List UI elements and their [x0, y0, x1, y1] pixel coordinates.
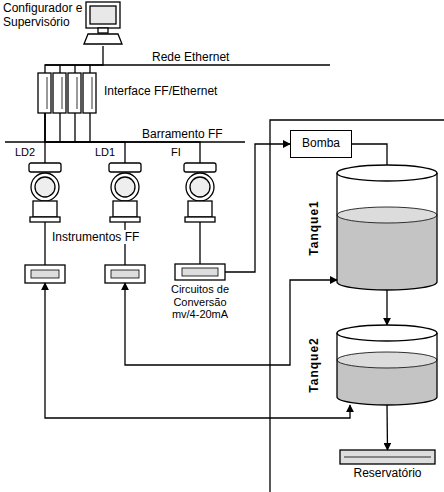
transmitter-node: LD1 [95, 145, 155, 283]
tank-cylinder [336, 173, 337, 282]
bus-label: Instrumentos FF [50, 230, 141, 244]
interface-card [92, 77, 93, 109]
interface-card [77, 77, 78, 109]
sensor-box [31, 270, 59, 278]
converter-box [182, 268, 218, 276]
computer-icon [98, 28, 108, 33]
field-instrument [44, 145, 45, 163]
transmitter-node: FI [170, 145, 230, 222]
bus-label: Barramento FF [140, 127, 225, 141]
bus-line [89, 113, 90, 142]
sensor-box [25, 265, 65, 283]
tank-cylinder [337, 282, 437, 290]
node-label: Configurador e Supervisório [3, 2, 83, 30]
tank-cylinder [337, 397, 437, 405]
computer-icon [90, 6, 116, 24]
field-instrument [29, 163, 61, 222]
sensor-box [105, 265, 145, 283]
interface-card [68, 73, 81, 113]
tank-node: Tanque1 [337, 165, 437, 290]
computer-icon [84, 34, 122, 44]
computer-icon [86, 2, 120, 28]
computer-icon [84, 2, 122, 44]
connector-line [352, 144, 387, 165]
tank-cylinder [436, 173, 437, 282]
converter-box [175, 264, 225, 280]
node-label: Circuitos de Conversão mv/4-20mA [161, 283, 239, 321]
connector-line [45, 46, 103, 73]
field-instrument [29, 145, 216, 222]
node-label: Bomba [302, 137, 340, 151]
interface-card [38, 73, 96, 113]
plant-frame [270, 120, 444, 492]
converter-box [175, 264, 225, 280]
bus-line [74, 65, 75, 73]
bus-line [5, 65, 330, 142]
tank-cylinder [337, 352, 437, 368]
node-label: Reservatório [330, 467, 444, 481]
bus-line [59, 65, 60, 73]
connector-line [386, 290, 387, 325]
node-label: LD1 [95, 146, 115, 159]
interface-card [38, 73, 51, 113]
node-label: LD2 [15, 146, 35, 159]
node-label: Tanque2 [308, 337, 322, 392]
pump-box: Bomba [290, 130, 352, 158]
field-instrument [109, 163, 141, 222]
tank-cylinder [436, 333, 437, 397]
field-instrument [184, 163, 216, 222]
connector-line [386, 405, 388, 450]
connector-line [199, 222, 200, 264]
interface-node: Interface FF/Ethernet [38, 73, 238, 113]
interface-card [62, 77, 63, 109]
tank-cylinder [336, 333, 337, 397]
bus-line [74, 113, 75, 142]
tank-cylinder [337, 165, 437, 181]
reservoir-node: Reservatório [340, 450, 435, 464]
connector-line [125, 280, 337, 365]
sensor-wire [44, 222, 45, 265]
bus-label: Rede Ethernet [150, 50, 231, 64]
connector-line [225, 144, 290, 272]
connector-line [45, 283, 350, 418]
plant-frame [270, 120, 444, 492]
node-label: FI [171, 146, 181, 159]
bus-line [89, 65, 90, 73]
sensor-box [25, 265, 145, 283]
reservoir-box [340, 450, 435, 464]
bus-line [59, 113, 60, 142]
interface-card [53, 73, 66, 113]
converter-node: Circuitos de Conversão mv/4-20mA [175, 264, 225, 280]
tank-cylinder [337, 325, 437, 341]
reservoir-box [340, 450, 435, 464]
tank-cylinder [337, 215, 437, 290]
computer-node: Configurador e Supervisório [0, 0, 125, 46]
tank-node: Tanque2 [337, 325, 437, 405]
transmitter-node: LD2 [15, 145, 75, 283]
sensor-box [111, 270, 139, 278]
node-label: Interface FF/Ethernet [104, 85, 217, 99]
interface-card [47, 77, 48, 109]
interface-card [83, 73, 96, 113]
reservoir-box [344, 457, 431, 458]
connector-line [45, 113, 125, 145]
node-label: Tanque1 [308, 200, 322, 255]
tank-cylinder [337, 165, 437, 405]
field-instrument [124, 145, 125, 163]
tank-cylinder [337, 207, 437, 223]
field-instrument [199, 145, 200, 163]
